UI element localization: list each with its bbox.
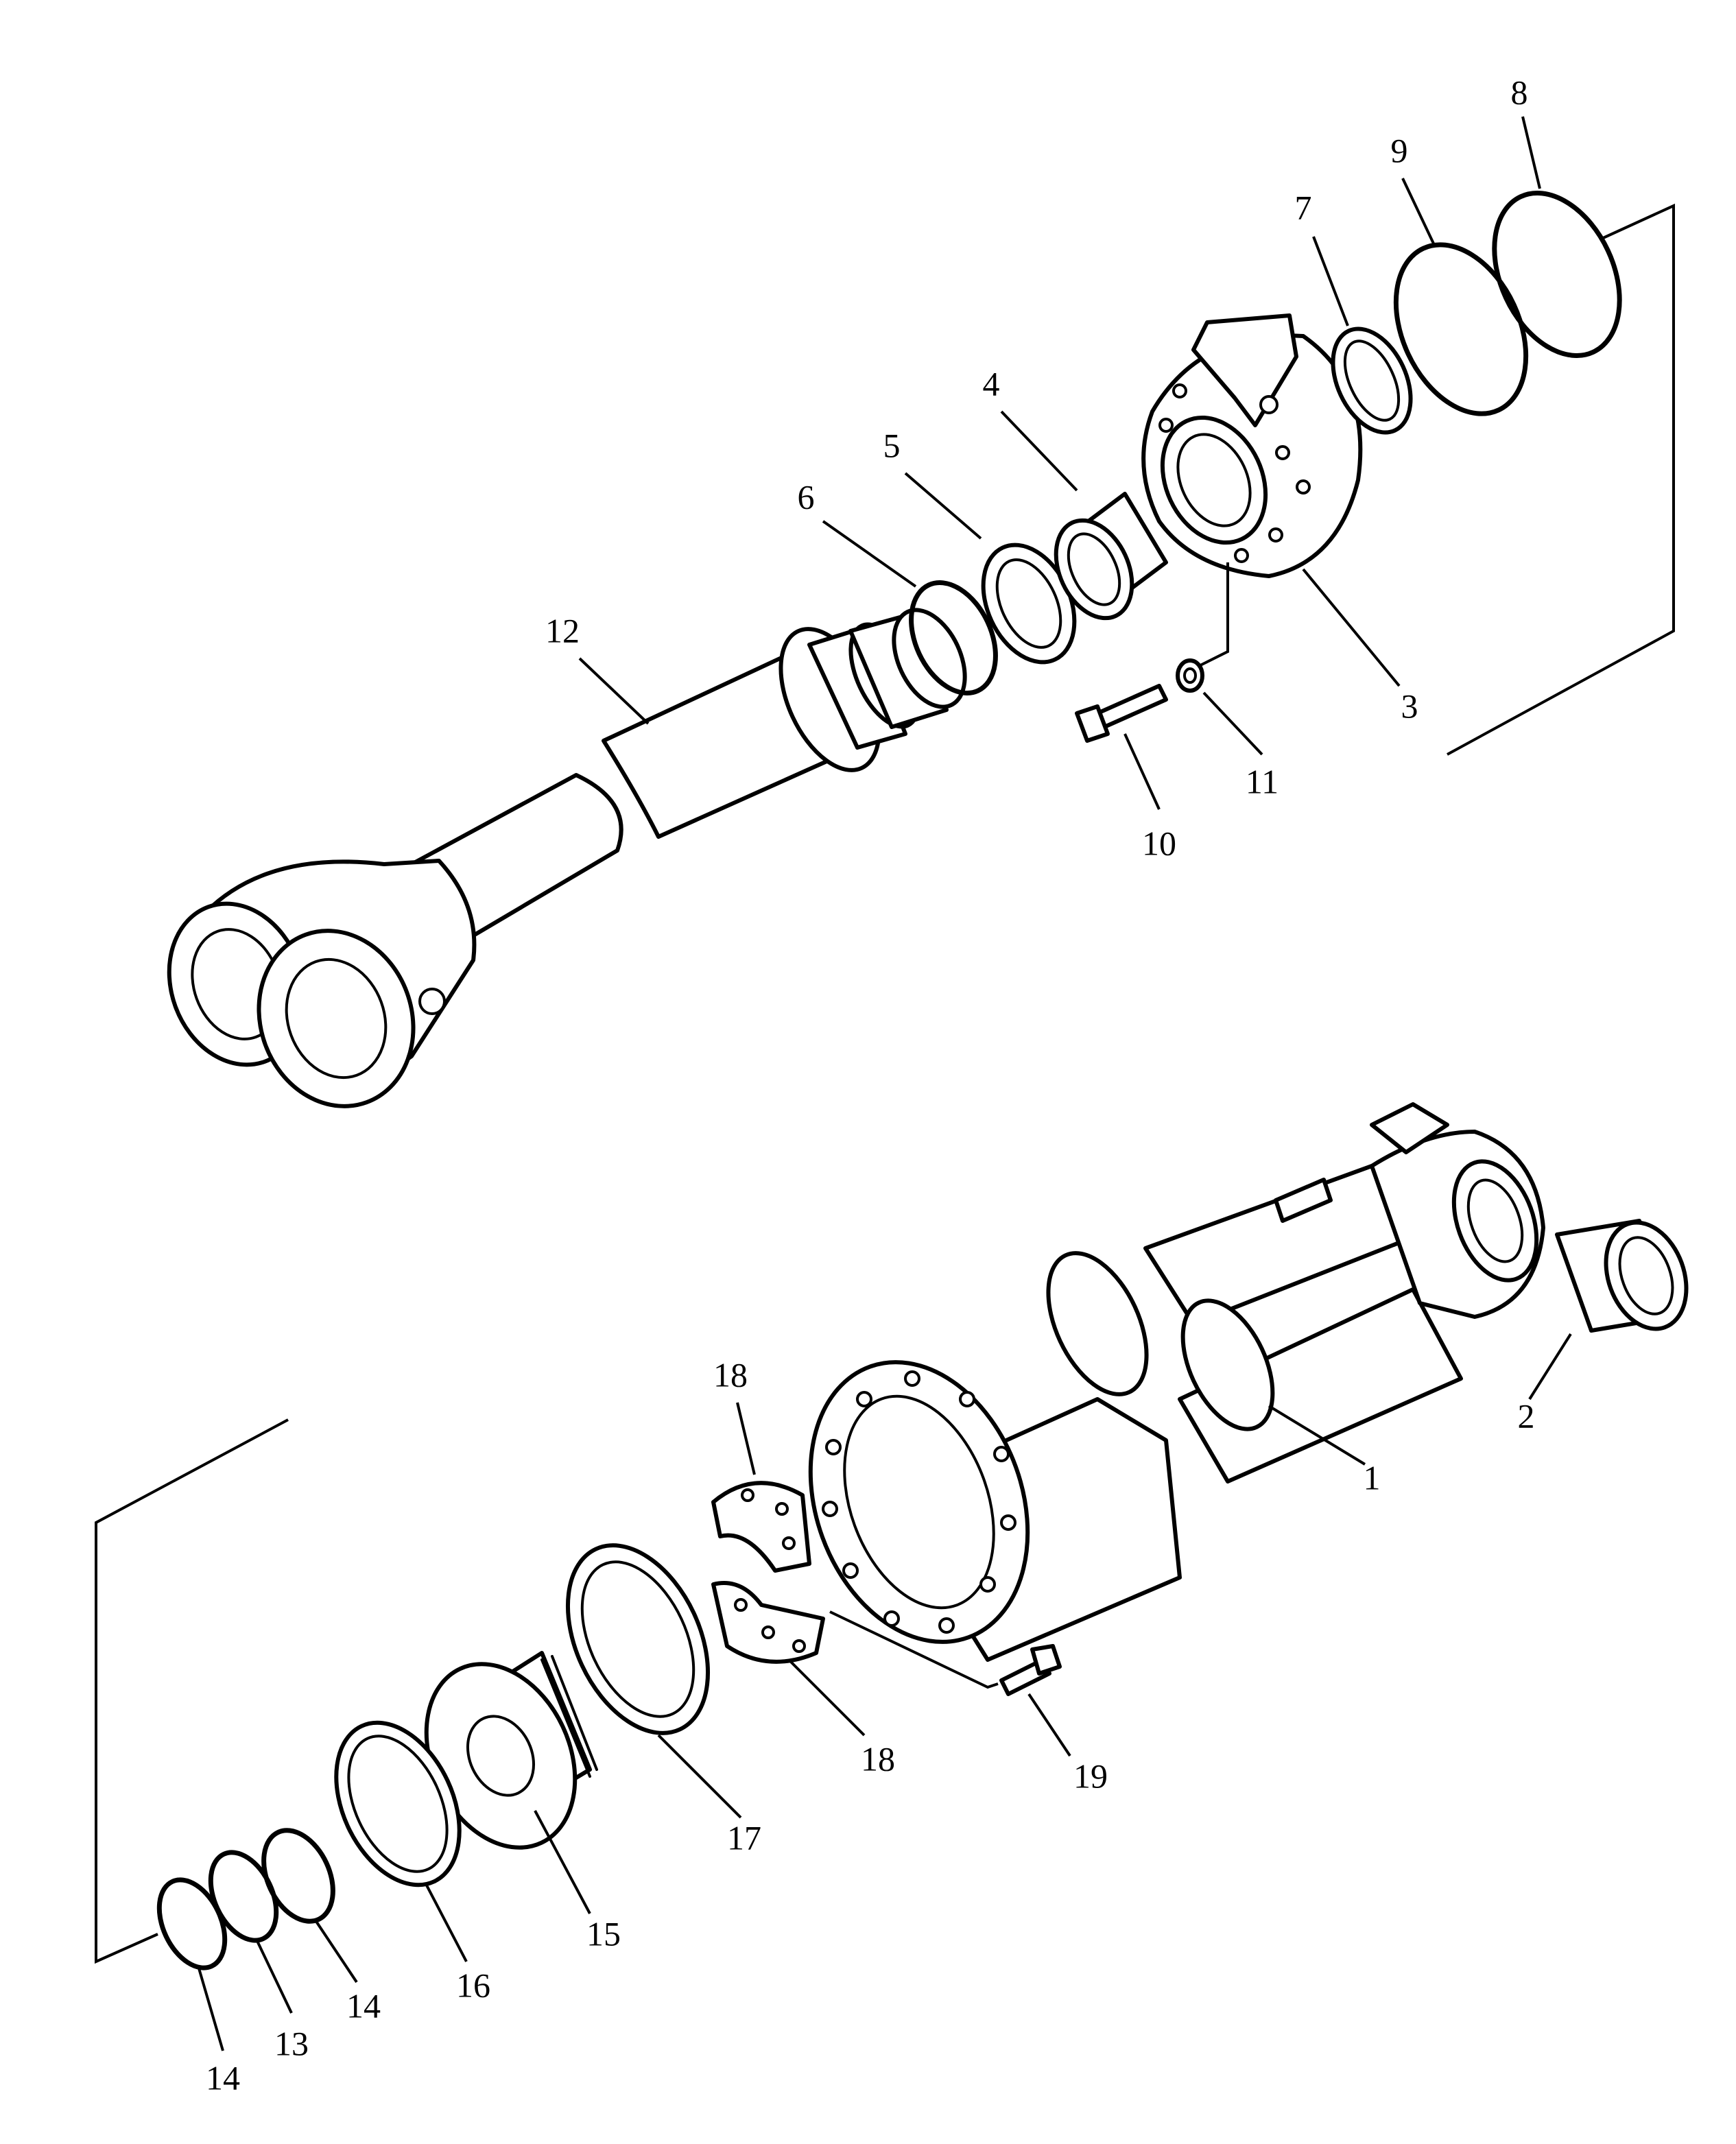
part-7-dust-seal (1331, 326, 1413, 435)
head-bolt-bracket (1200, 562, 1229, 667)
callout-8: 8 (1511, 73, 1528, 111)
part-4-bushing (1054, 492, 1168, 621)
callout-5: 5 (883, 426, 901, 464)
callout-4: 4 (983, 364, 1000, 403)
leader-7 (1312, 236, 1349, 326)
callout-13: 13 (274, 2024, 309, 2062)
callout-6: 6 (798, 477, 815, 516)
leader-11 (1202, 691, 1263, 756)
callout-10: 10 (1142, 824, 1176, 862)
assembly-bracket-upper (1447, 203, 1675, 756)
leader-6 (822, 520, 917, 588)
leader-15 (534, 1810, 591, 1914)
part-8-o-ring (1492, 191, 1622, 358)
part-19-bolt (999, 1644, 1062, 1696)
leader-14-right (314, 1919, 358, 1984)
part-10-bolt (1075, 684, 1168, 743)
split-ring-bolt-bracket (829, 1610, 999, 1689)
callout-11: 11 (1246, 762, 1279, 800)
part-9-backup-ring (1393, 242, 1529, 416)
leader-18-upper (736, 1402, 756, 1475)
part-3-cylinder-head (1141, 313, 1363, 578)
callout-19: 19 (1073, 1756, 1108, 1795)
leader-1 (1268, 1405, 1366, 1466)
leader-19 (1027, 1693, 1071, 1757)
callout-7: 7 (1295, 188, 1312, 226)
leader-2 (1528, 1333, 1572, 1401)
leader-16 (424, 1882, 468, 1962)
callout-1: 1 (1364, 1458, 1381, 1497)
part-17-wear-ring (565, 1543, 711, 1735)
leader-5 (904, 472, 982, 540)
callout-16: 16 (456, 1966, 490, 2004)
assembly-bracket-lower (95, 1418, 289, 1964)
part-1-cylinder-tube (808, 1102, 1545, 1662)
callout-2: 2 (1518, 1396, 1535, 1435)
callout-18-upper: 18 (713, 1355, 748, 1394)
leader-17 (657, 1734, 742, 1819)
part-18-split-ring-upper (711, 1481, 811, 1573)
leader-8 (1521, 116, 1541, 189)
leader-14-left (198, 1968, 224, 2051)
leader-13 (256, 1940, 293, 2014)
callout-3: 3 (1401, 687, 1418, 725)
callout-17: 17 (727, 1818, 761, 1857)
part-15-piston (424, 1651, 598, 1850)
part-18-split-ring-lower (711, 1581, 825, 1664)
part-6-snap-ring (909, 580, 998, 695)
callout-18-lower: 18 (861, 1739, 895, 1778)
part-2-bushing (1555, 1219, 1689, 1333)
callout-14-right: 14 (346, 1986, 381, 2025)
leader-10 (1123, 733, 1161, 810)
leader-9 (1401, 178, 1435, 244)
part-14-ring-left (156, 1877, 228, 1970)
callout-15: 15 (586, 1914, 621, 1953)
callout-12: 12 (545, 611, 580, 650)
leader-12 (578, 657, 650, 725)
leader-18-lower (787, 1658, 866, 1737)
part-11-washer (1176, 658, 1204, 693)
callout-14-left: 14 (206, 2058, 240, 2097)
leader-4 (1000, 410, 1078, 492)
callout-9: 9 (1391, 131, 1408, 169)
part-12-piston-rod (167, 608, 967, 1108)
part-16-seal (334, 1720, 462, 1887)
leader-3 (1302, 568, 1401, 687)
